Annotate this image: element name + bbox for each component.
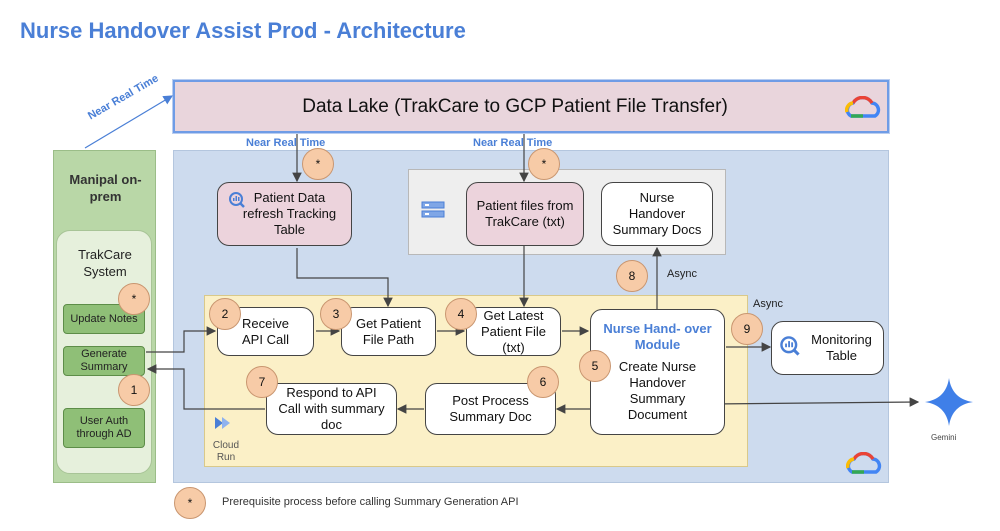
step-marker-1: 1 bbox=[118, 374, 150, 406]
summary-docs-box: Nurse Handover Summary Docs bbox=[601, 182, 713, 246]
gemini-label: Gemini bbox=[931, 433, 957, 442]
get-latest-patient-file-box: Get Latest Patient File (txt) bbox=[466, 307, 561, 356]
bigquery-icon bbox=[779, 335, 801, 361]
data-lake-box: Data Lake (TrakCare to GCP Patient File … bbox=[173, 80, 889, 133]
google-cloud-icon bbox=[846, 452, 882, 474]
page-title: Nurse Handover Assist Prod - Architectur… bbox=[20, 18, 466, 43]
async-label: Async bbox=[753, 298, 783, 310]
arrow-respond-to-generate bbox=[146, 364, 265, 410]
get-patient-file-path-box: Get Patient File Path bbox=[341, 307, 436, 356]
step-marker-5: 5 bbox=[579, 350, 611, 382]
step-marker-7: 7 bbox=[246, 366, 278, 398]
async-label: Async bbox=[667, 268, 697, 280]
google-cloud-icon bbox=[845, 96, 881, 118]
near-real-time-label: Near Real Time bbox=[246, 137, 326, 149]
arrow-generate-to-receive bbox=[146, 326, 217, 353]
module-title: Nurse Hand- over Module bbox=[603, 321, 712, 352]
respond-api-call-box: Respond to API Call with summary doc bbox=[266, 383, 397, 435]
monitoring-table-box: Monitoring Table bbox=[771, 321, 884, 375]
step-marker-4: 4 bbox=[445, 298, 477, 330]
prereq-marker: * bbox=[528, 148, 560, 180]
receive-api-call-box: Receive API Call bbox=[217, 307, 314, 356]
patient-files-box: Patient files from TrakCare (txt) bbox=[466, 182, 584, 246]
monitoring-table-label: Monitoring Table bbox=[811, 332, 872, 363]
arrow-module-gemini bbox=[710, 397, 920, 409]
legend-marker: * bbox=[174, 487, 206, 519]
step-marker-9: 9 bbox=[731, 313, 763, 345]
cloud-run-label: Cloud Run bbox=[212, 440, 240, 463]
near-real-time-label: Near Real Time bbox=[473, 137, 553, 149]
arrow-near-real-time bbox=[84, 95, 174, 149]
tracking-table-box: Patient Data refresh Tracking Table bbox=[217, 182, 352, 246]
prereq-marker: * bbox=[302, 148, 334, 180]
trakcare-label: TrakCare System bbox=[78, 247, 132, 279]
onprem-label: Manipal on-prem bbox=[69, 172, 142, 204]
step-marker-2: 2 bbox=[209, 298, 241, 330]
cloud-storage-icon bbox=[421, 200, 445, 225]
nurse-handover-module-box: Nurse Hand- over Module Create Nurse Han… bbox=[590, 309, 725, 435]
legend-text: Prerequisite process before calling Summ… bbox=[222, 496, 519, 508]
step-marker-3: 3 bbox=[320, 298, 352, 330]
arrow-tracking-to-getpath bbox=[296, 248, 393, 308]
step-marker-6: 6 bbox=[527, 366, 559, 398]
bigquery-icon bbox=[228, 191, 246, 213]
cloud-run-icon bbox=[213, 416, 233, 435]
gemini-icon bbox=[924, 377, 974, 432]
step-marker-8: 8 bbox=[616, 260, 648, 292]
tracking-table-label: Patient Data refresh Tracking Table bbox=[242, 190, 337, 237]
module-body: Create Nurse Handover Summary Document bbox=[618, 359, 697, 422]
data-lake-label: Data Lake (TrakCare to GCP Patient File … bbox=[302, 96, 728, 117]
generate-summary-button[interactable]: Generate Summary bbox=[63, 346, 145, 376]
prereq-marker: * bbox=[118, 283, 150, 315]
user-auth-button[interactable]: User Auth through AD bbox=[63, 408, 145, 448]
